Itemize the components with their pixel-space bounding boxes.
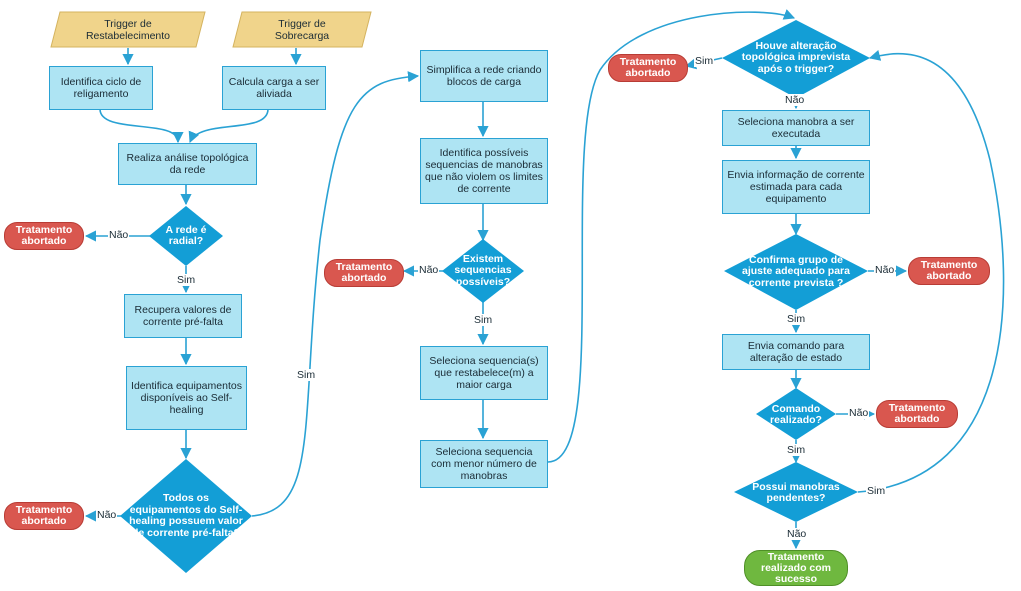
decision-equipamentos-valor: [120, 459, 252, 573]
process-envia-comando: Envia comando para alteração de estado: [722, 334, 870, 370]
decision-existem-sequencias: [442, 239, 524, 303]
terminal-abort-comando: Tratamento abortado: [876, 400, 958, 428]
terminal-abort-equipamentos: Tratamento abortado: [4, 502, 84, 530]
terminal-success: Tratamento realizado com sucesso: [744, 550, 848, 586]
decision-comando-realizado: [756, 388, 836, 440]
edge-label-nao-alteracao: Não: [784, 94, 806, 106]
edge-ciclo-to-analise: [99, 108, 184, 144]
process-identifica-ciclo: Identifica ciclo de religamento: [49, 66, 153, 110]
edge-label-sim-possui: Sim: [866, 485, 887, 497]
decision-confirma-grupo-text: Confirma grupo de ajuste adequado para c…: [742, 253, 850, 289]
decision-comando-realizado-text: Comando realizado?: [770, 402, 822, 426]
terminal-abort-confirma: Tratamento abortado: [908, 257, 990, 285]
trigger-sobrecarga: Trigger de Sobrecarga: [232, 11, 372, 48]
edge-label-sim-alteracao: Sim: [694, 55, 715, 67]
edge-seleciona2-to-houve: [547, 9, 796, 463]
process-seleciona-manobra: Seleciona manobra a ser executada: [722, 110, 870, 146]
terminal-abort-alteracao: Tratamento abortado: [608, 54, 688, 82]
process-seleciona-maior-carga: Seleciona sequencia(s) que restabelece(m…: [420, 346, 548, 400]
trigger-sobrecarga-label: Trigger de Sobrecarga: [274, 17, 330, 42]
edge-label-nao-radial: Não: [108, 229, 130, 241]
edge-label-sim-comando: Sim: [786, 444, 807, 456]
edge-label-nao-comando: Não: [848, 407, 870, 419]
trigger-restabelecimento-label: Trigger de Restabelecimento: [85, 17, 171, 42]
edge-calcula-to-analise: [188, 108, 269, 144]
edge-label-nao-equipamentos: Não: [96, 509, 118, 521]
process-identifica-sequencias: Identifica possíveis sequencias de manob…: [420, 138, 548, 204]
process-seleciona-menor-numero: Seleciona sequencia com menor número de …: [420, 440, 548, 488]
decision-rede-radial-text: A rede é radial?: [165, 223, 207, 247]
terminal-abort-sequencias: Tratamento abortado: [324, 259, 404, 287]
decision-equipamentos-valor-text: Todos os equipamentos do Self-healing po…: [129, 492, 243, 539]
decision-possui-manobras-text: Possui manobras pendentes?: [752, 480, 840, 504]
decision-alteracao-topologica-text: Houve alteração topológica imprevista ap…: [741, 39, 851, 75]
process-envia-informacao: Envia informação de corrente estimada pa…: [722, 160, 870, 214]
edge-label-nao-confirma: Não: [874, 264, 896, 276]
process-simplifica-rede: Simplifica a rede criando blocos de carg…: [420, 50, 548, 102]
edge-label-sim-equipamentos: Sim: [296, 369, 317, 381]
edge-label-nao-possui: Não: [786, 528, 808, 540]
process-calcula-carga: Calcula carga a ser aliviada: [222, 66, 326, 110]
trigger-restabelecimento: Trigger de Restabelecimento: [50, 11, 206, 48]
decision-possui-manobras: [734, 462, 858, 522]
decision-alteracao-topologica: [722, 20, 870, 98]
edge-label-sim-confirma: Sim: [786, 313, 807, 325]
edge-label-nao-sequencias: Não: [418, 264, 440, 276]
process-identifica-equipamentos: Identifica equipamentos disponíveis ao S…: [126, 366, 247, 430]
decision-existem-sequencias-text: Existem sequencias possíveis?: [454, 252, 512, 288]
edge-todos-to-simplifica: [251, 71, 420, 517]
process-analise-topologica: Realiza análise topológica da rede: [118, 143, 257, 185]
terminal-abort-radial: Tratamento abortado: [4, 222, 84, 250]
decision-confirma-grupo: [724, 234, 868, 310]
process-recupera-valores: Recupera valores de corrente pré-falta: [124, 294, 242, 338]
edge-label-sim-radial: Sim: [176, 274, 197, 286]
edge-possui-to-houve: [857, 49, 1005, 493]
decision-rede-radial: [149, 206, 223, 266]
edge-label-sim-sequencias: Sim: [473, 314, 494, 326]
